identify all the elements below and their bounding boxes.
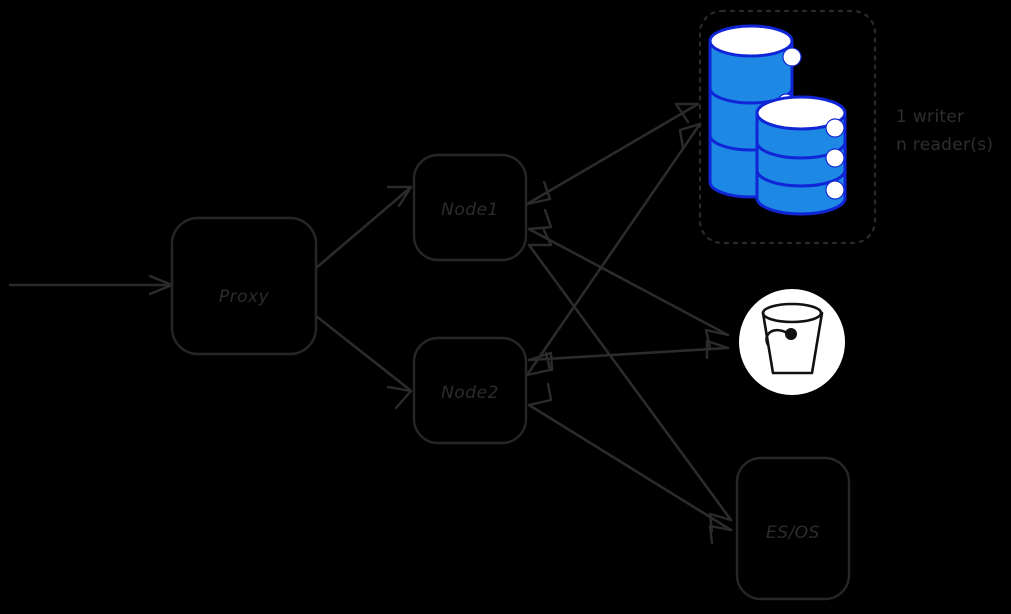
edge-node2-to-database	[525, 122, 702, 377]
database-status-dot	[825, 180, 845, 200]
edge-ingress-to-proxy	[8, 274, 174, 296]
edge-node1-to-esos	[527, 226, 733, 533]
edge-proxy-to-node1	[314, 185, 413, 270]
proxy-box[interactable]: Proxy	[170, 216, 318, 356]
node1-box[interactable]: Node1	[412, 153, 528, 262]
proxy-label: Proxy	[219, 287, 270, 307]
database-status-dot	[825, 148, 845, 168]
edge-node2-to-bucket	[527, 339, 730, 372]
database-cylinder-front	[755, 95, 847, 216]
database-group[interactable]	[698, 9, 877, 245]
bucket-node[interactable]	[739, 289, 845, 395]
esos-label: ES/OS	[766, 523, 820, 543]
database-status-dot	[825, 118, 845, 138]
node1-label: Node1	[441, 200, 499, 220]
bucket-icon	[761, 302, 824, 375]
edge-proxy-to-node2	[314, 314, 413, 410]
database-status-dot	[782, 47, 802, 67]
reader-count-label: n reader(s)	[896, 135, 993, 155]
edge-node2-to-esos	[527, 382, 733, 545]
writer-reader-annotation: 1 writer n reader(s)	[896, 107, 993, 155]
writer-count-label: 1 writer	[896, 107, 964, 127]
esos-box[interactable]: ES/OS	[735, 456, 851, 601]
edge-node1-to-database	[525, 102, 700, 206]
node2-box[interactable]: Node2	[412, 336, 528, 445]
node2-label: Node2	[441, 383, 499, 403]
